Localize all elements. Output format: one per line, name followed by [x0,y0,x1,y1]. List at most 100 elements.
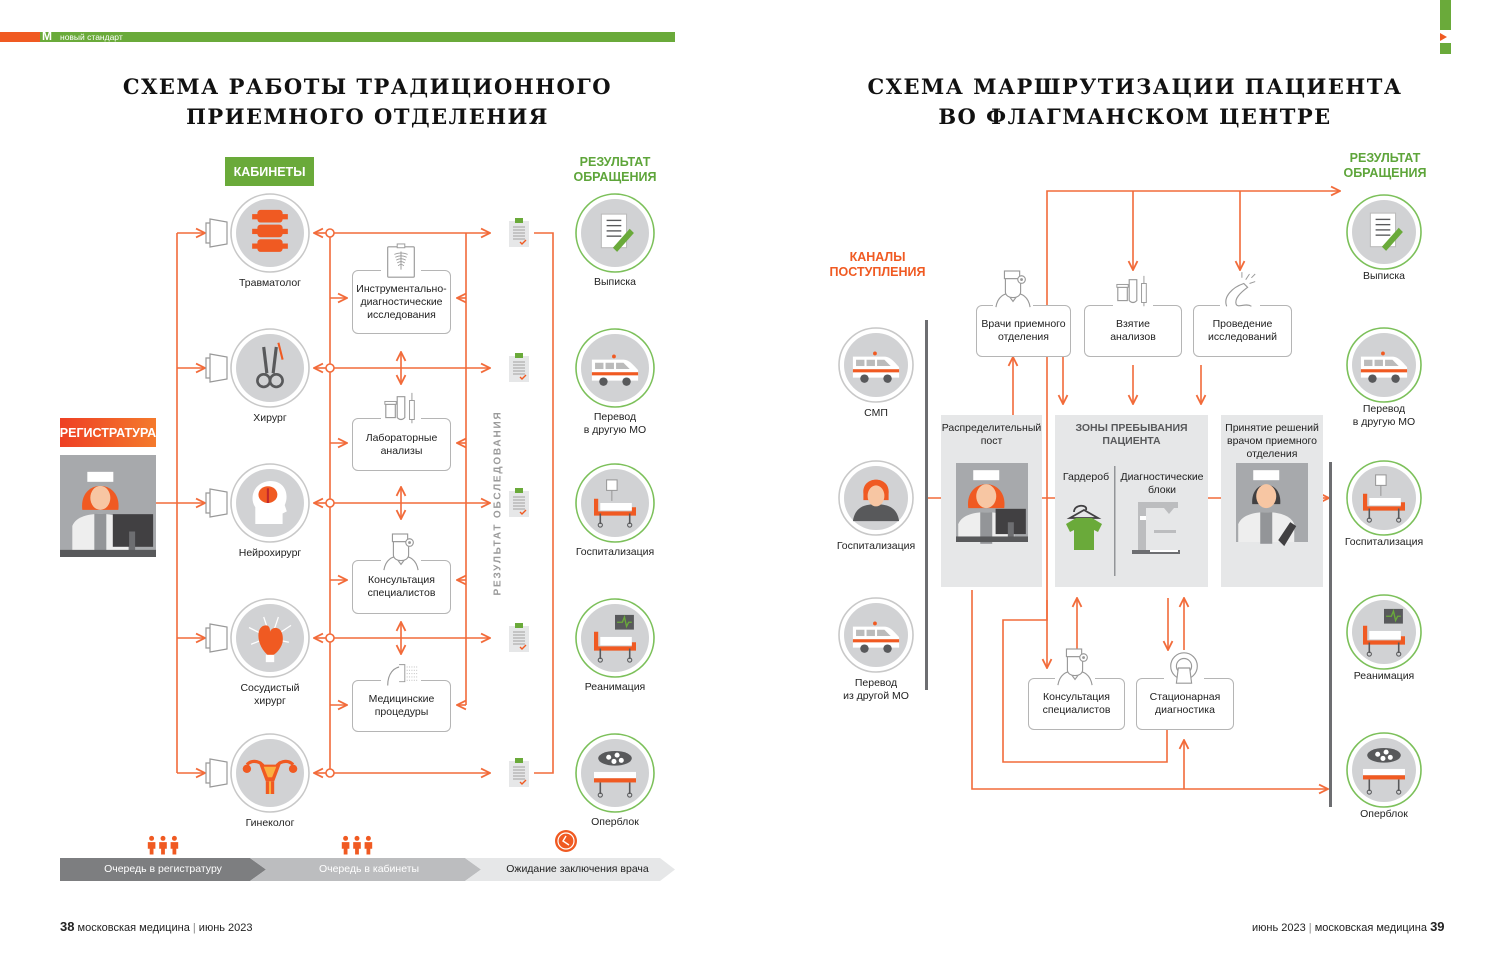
channels-header-line2: ПОСТУПЛЕНИЯ [829,265,926,279]
cabinet-node-3 [230,598,310,678]
cabinet-label-4: Гинеколог [245,817,295,829]
right-outcome-label-4: Оперблок [1360,808,1408,820]
right-outcome-node-0 [1346,194,1422,270]
clock-icon [555,830,577,852]
results-bus [534,232,554,774]
channel-label-2: Перевод из другой МО [843,677,909,702]
timeline-step-3-shape [465,858,675,881]
brain-head-icon [252,480,287,524]
left-title-line2: ПРИЕМНОГО ОТДЕЛЕНИЯ [186,104,549,129]
header-orange-bar [0,32,40,42]
discharge-document-icon [600,213,634,252]
right-outcome-label-1: Перевод в другую МО [1352,403,1416,428]
right-result-header: РЕЗУЛЬТАТ ОБРАЩЕНИЯ [1325,151,1445,181]
channels-header-line1: КАНАЛЫ [849,250,906,264]
stay-zones-zone [1055,415,1208,587]
channels-header: КАНАЛЫ ПОСТУПЛЕНИЯ [820,250,935,280]
queue-people-icon [341,835,373,855]
queue-people-icon [147,835,179,855]
left-connector-lines [156,228,554,777]
cabinet-node-0 [230,193,310,273]
operating-table-icon [1363,747,1405,795]
top-service-box-2: Проведение исследований [1193,305,1292,357]
header-band: М новый стандарт [0,30,675,43]
stay-zones-title: ЗОНЫ ПРЕБЫВАНИЯ ПАЦИЕНТА [1075,422,1188,447]
left-outcome-node-0 [575,193,655,273]
top-service-box-0: Врачи приемного отделения [976,305,1071,357]
left-result-header-line2: ОБРАЩЕНИЯ [573,170,657,184]
ambulance-icon [591,354,639,386]
clipboard-icon [509,353,529,382]
edge-green-top [1440,0,1451,30]
cabinet-node-1 [230,328,310,408]
left-title: СХЕМА РАБОТЫ ТРАДИЦИОННОГО ПРИЕМНОГО ОТД… [100,72,635,132]
decision-doctor-image [1236,463,1308,547]
footer-left-date: июнь 2023 [198,922,253,934]
spine-icon [252,209,288,252]
left-outcome-label-1: Перевод в другую МО [583,411,647,436]
timeline-step-1: Очередь в регистратуру [104,863,222,875]
scalpel-icon [256,342,284,389]
left-result-header-line1: РЕЗУЛЬТАТ [579,155,651,169]
discharge-document-icon [1369,212,1403,251]
right-outcome-node-1 [1346,327,1422,403]
registry-receptionist-image [60,455,156,557]
header-green-bar [40,32,675,42]
left-outcome-node-3 [575,598,655,678]
service-box-0: Инструментально- диагностические исследо… [352,270,451,334]
right-connector-lines [928,191,1340,789]
right-result-header-line2: ОБРАЩЕНИЯ [1343,166,1427,180]
diagnostic-machine-icon [1132,502,1180,554]
registry-header: РЕГИСТРАТУРА [60,418,156,447]
icu-bed-monitor-icon [1363,608,1405,657]
hospital-bed-icon [1363,474,1405,523]
timeline-chevrons [60,858,675,881]
clipboard-icon [509,488,529,517]
ambulance-icon [1360,351,1408,383]
door-icon [205,488,228,518]
junction-node [325,633,335,643]
hospital-bed-icon [594,479,636,528]
uterus-icon [242,759,298,794]
bottom-service-box-1: Стационарная диагностика [1136,678,1234,730]
left-outcome-node-2 [575,463,655,543]
page-edge-marker [1440,0,1451,54]
right-nodes [838,194,1422,808]
cabinets-header: КАБИНЕТЫ [225,157,314,186]
section-label: новый стандарт [60,32,123,42]
channel-node-1 [838,460,914,536]
door-icon [205,353,228,383]
footer-left-magazine: московская медицина [77,922,190,934]
left-result-header: РЕЗУЛЬТАТ ОБРАЩЕНИЯ [555,155,675,185]
wardrobe-shirt-icon [1066,504,1102,550]
ambulance-icon [852,621,900,653]
wardrobe-label: Гардероб [1062,471,1110,483]
cabinet-label-1: Хирург [253,412,287,424]
patient-icon [852,479,900,522]
right-title-line1: СХЕМА МАРШРУТИЗАЦИИ ПАЦИЕНТА [867,74,1403,99]
node-bg [236,334,304,402]
channel-label-1: Госпитализация [836,540,916,552]
left-outcome-label-4: Оперблок [591,816,639,828]
right-outcome-label-0: Выписка [1362,270,1405,282]
clipboard-icon [509,623,529,652]
cabinet-node-4 [230,733,310,813]
left-outcome-node-4 [575,733,655,813]
operating-table-icon [594,750,636,798]
left-outcome-node-1 [575,328,655,408]
exam-result-vertical-label: РЕЗУЛЬТАТ ОБСЛЕДОВАНИЯ [492,410,504,596]
junction-node [325,498,335,508]
outcomes-divider [1329,462,1332,807]
channel-node-0 [838,327,914,403]
clipboard-icon [509,218,529,247]
post-to-operblock [971,590,1328,789]
junction-node [325,228,335,238]
channel-node-2 [838,597,914,673]
right-outcome-node-3 [1346,594,1422,670]
left-outcome-label-2: Госпитализация [575,546,655,558]
left-title-line1: СХЕМА РАБОТЫ ТРАДИЦИОННОГО [122,74,613,99]
edge-green-bottom [1440,43,1451,54]
right-title: СХЕМА МАРШРУТИЗАЦИИ ПАЦИЕНТА ВО ФЛАГМАНС… [850,72,1420,132]
footer-left-divider: | [192,922,196,934]
